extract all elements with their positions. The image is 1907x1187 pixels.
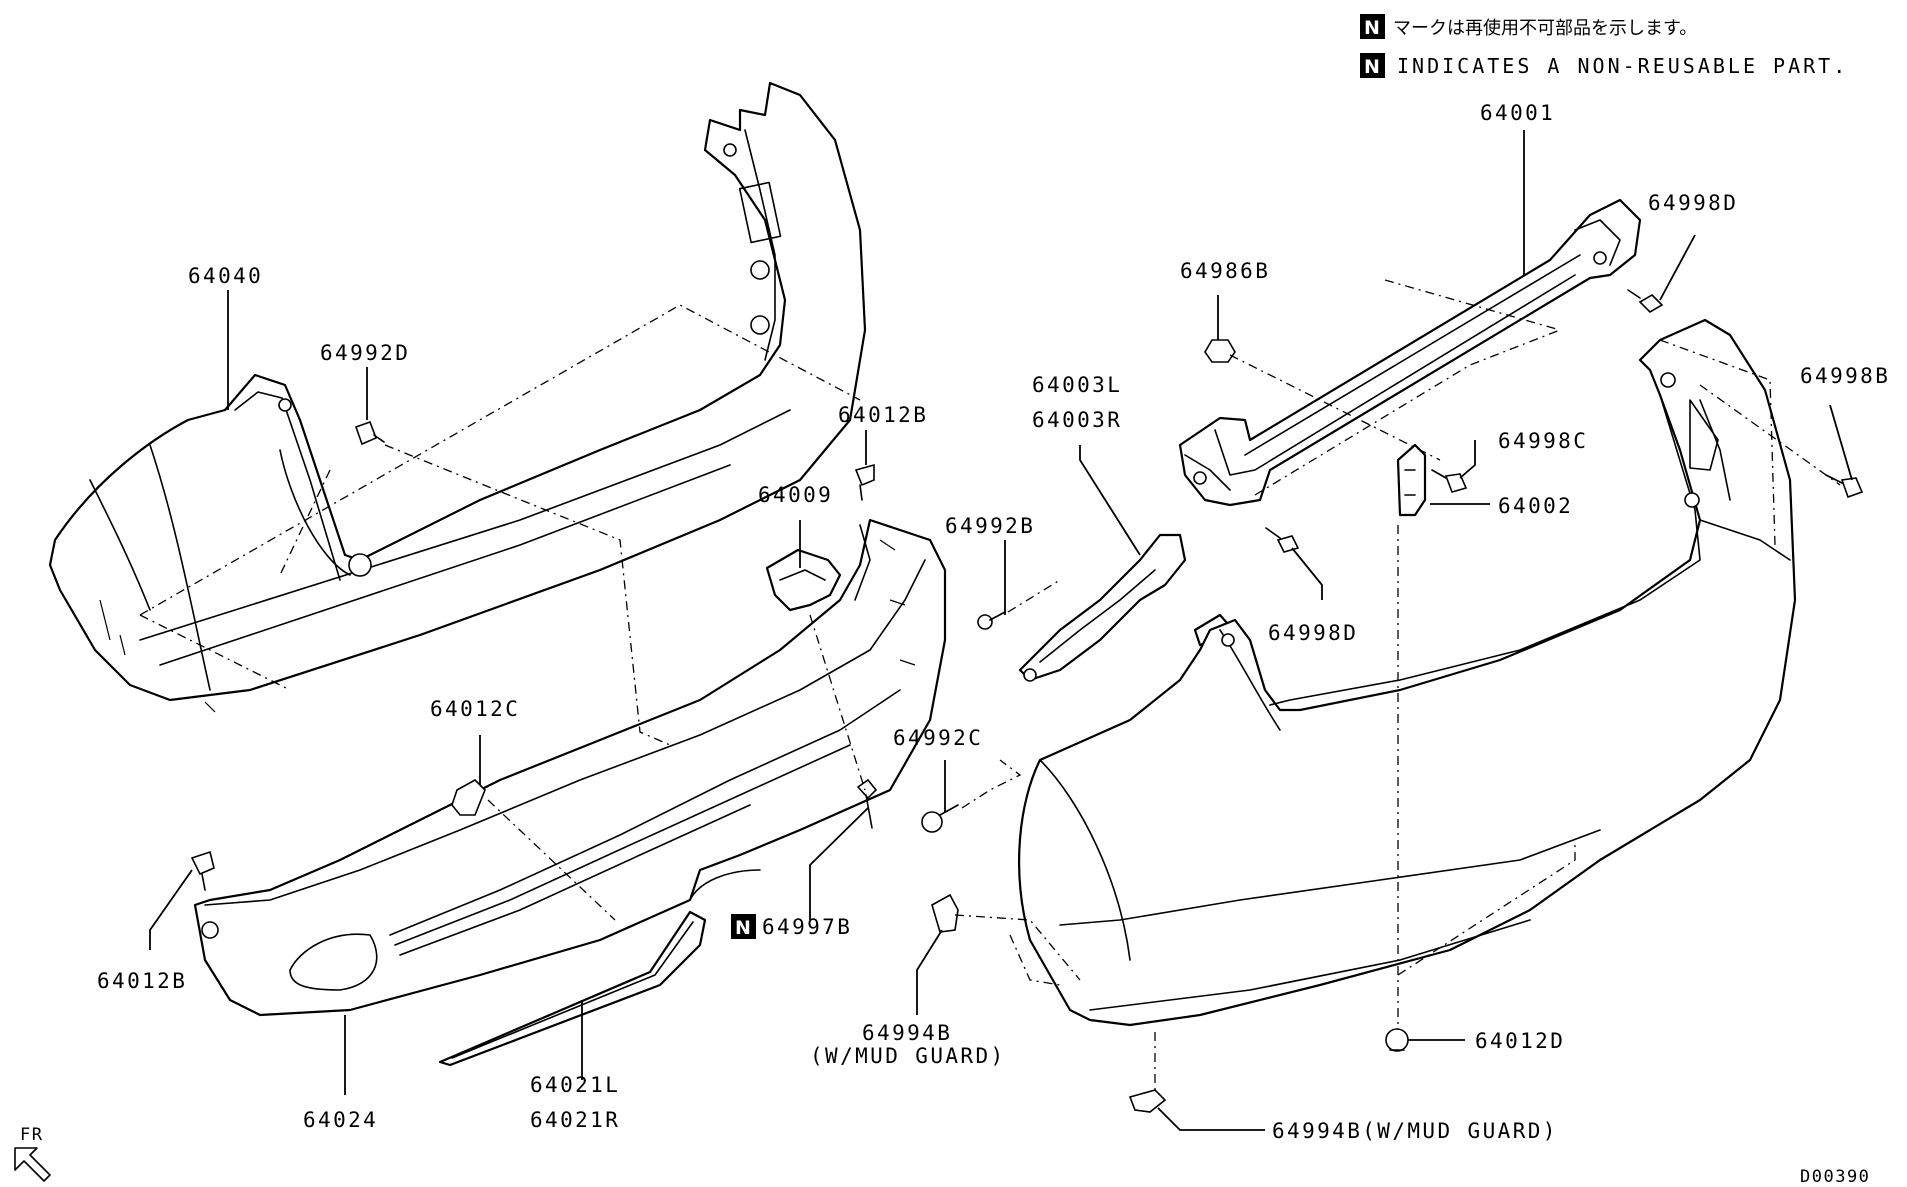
non-reusable-symbol-letter: N [1364, 56, 1380, 78]
clip-64012B-top [854, 463, 875, 501]
label-64012B-left: 64012B [97, 969, 187, 993]
label-64009: 64009 [758, 483, 833, 507]
alignment-lines [139, 279, 1841, 1095]
front-direction-indicator: FR [14, 1125, 51, 1182]
label-64040: 64040 [188, 264, 263, 288]
label-64994B-bottom: 64994B(W/MUD GUARD) [1272, 1119, 1558, 1143]
label-64024: 64024 [303, 1108, 378, 1132]
label-64012C: 64012C [430, 697, 520, 721]
non-reusable-symbol-letter: N [1364, 17, 1380, 39]
label-64003R: 64003R [1032, 408, 1122, 432]
rivet-64997B [856, 778, 878, 829]
clip-64012D [1385, 1028, 1409, 1052]
label-64998C: 64998C [1498, 429, 1588, 453]
clip-64994B-bottom [1128, 1089, 1167, 1113]
non-reusable-symbol [1360, 53, 1385, 78]
legend: N マークは再使用不可部品を示します。 N INDICATES A NON-RE… [1360, 14, 1848, 78]
label-64992B: 64992B [945, 514, 1035, 538]
legend-note-japanese: マークは再使用不可部品を示します。 [1393, 18, 1697, 39]
label-64021L: 64021L [530, 1073, 620, 1097]
label-64992C: 64992C [893, 726, 983, 750]
bracket-64009 [765, 548, 842, 612]
screw-64992B [977, 611, 1006, 630]
label-64021R: 64021R [530, 1108, 620, 1132]
label-64002: 64002 [1498, 494, 1573, 518]
front-direction-arrow-icon [14, 1147, 51, 1182]
bumper-lower-64024 [193, 518, 947, 1017]
clip-64994B [931, 893, 959, 933]
leader-lines [149, 130, 1853, 1131]
diagram-code: D00390 [1800, 1167, 1870, 1187]
label-64012D: 64012D [1475, 1029, 1565, 1053]
bolt-64998C [1431, 469, 1468, 493]
label-64998D-mid: 64998D [1268, 621, 1358, 645]
nut-64986B [1204, 339, 1236, 363]
bumper-upper-cover-64040 [48, 81, 867, 713]
clip-64012B-left [190, 850, 215, 891]
label-64992D: 64992D [320, 341, 410, 365]
rear-bumper-face [1018, 318, 1797, 1027]
non-reusable-symbol [1360, 14, 1385, 39]
legend-note-english: INDICATES A NON-REUSABLE PART. [1397, 54, 1848, 78]
bolt-64998B [1825, 474, 1864, 499]
label-64003L: 64003L [1032, 373, 1122, 397]
bolt-64992D [354, 420, 385, 446]
stay-64002 [1396, 443, 1427, 517]
non-reusable-symbol-letter: N [735, 917, 751, 939]
label-64994B-note: (W/MUD GUARD) [810, 1044, 1006, 1068]
label-64998D-top: 64998D [1648, 191, 1738, 215]
bolt-64992C [921, 804, 959, 833]
label-64998B: 64998B [1800, 364, 1890, 388]
label-64012B-top: 64012B [838, 403, 928, 427]
non-reusable-symbol [731, 914, 756, 939]
label-64997B: 64997B [762, 915, 852, 939]
label-64001: 64001 [1480, 101, 1555, 125]
garnish-64021 [438, 910, 707, 1067]
bolt-64998D-top [1627, 289, 1664, 314]
label-64994B: 64994B [862, 1021, 952, 1045]
label-64986B: 64986B [1180, 259, 1270, 283]
clip-64012C [451, 779, 486, 816]
side-bracket-64003 [1018, 533, 1187, 682]
part-labels: 64040 64992D 64012B 64009 64992B 64003L … [97, 101, 1890, 1143]
reinforcement-64001 [1178, 198, 1642, 507]
front-direction-label: FR [20, 1125, 43, 1145]
